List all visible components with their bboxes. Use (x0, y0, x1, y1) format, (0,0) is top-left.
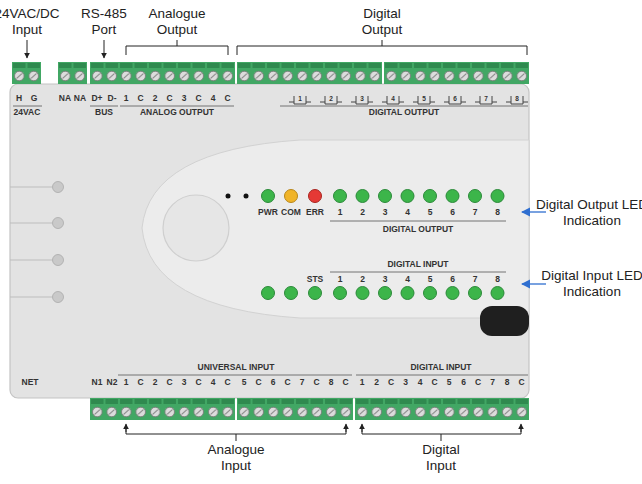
relay-number: 6 (453, 95, 457, 102)
led-label: 2 (360, 275, 365, 285)
relay-number: 4 (391, 95, 395, 102)
section-label: BUS (95, 108, 113, 118)
terminal-label: 7 (300, 378, 305, 388)
callout-label: Digital Output (351, 6, 413, 37)
terminal-label: 3 (182, 94, 187, 104)
section-label: ANALOG OUTPUT (140, 108, 214, 118)
led-label: 1 (338, 275, 343, 285)
terminal-label: C (166, 94, 172, 104)
section-label: DIGITAL OUTPUT (369, 108, 440, 118)
led-label: STS (307, 275, 324, 285)
terminal-label: C (431, 378, 437, 388)
terminal-label: D- (108, 94, 117, 104)
terminal-label: 3 (403, 378, 408, 388)
terminal-label: C (137, 378, 143, 388)
led-label: PWR (258, 208, 278, 218)
terminal-label: C (475, 378, 481, 388)
terminal-label: D+ (91, 94, 102, 104)
led-label: 7 (473, 275, 478, 285)
terminal-label: N2 (107, 378, 118, 388)
terminal-label: NA (74, 94, 86, 104)
callout-label: 24VAC/DC Input (0, 6, 62, 37)
led-label: 7 (473, 208, 478, 218)
terminal-label: NA (59, 94, 71, 104)
terminal-label: 5 (242, 378, 247, 388)
terminal-label: C (284, 378, 290, 388)
terminal-label: C (224, 94, 230, 104)
terminal-label: 7 (490, 378, 495, 388)
terminal-label: C (195, 94, 201, 104)
terminal-label: 3 (182, 378, 187, 388)
terminal-label: 5 (447, 378, 452, 388)
terminal-label: C (224, 378, 230, 388)
callout-label: Analogue Input (200, 442, 272, 473)
section-label: DIGITAL INPUT (410, 363, 471, 373)
terminal-label: C (313, 378, 319, 388)
terminal-label: 1 (124, 378, 129, 388)
led-label: ERR (306, 208, 324, 218)
led-label: 8 (495, 275, 500, 285)
led-label: 2 (360, 208, 365, 218)
led-label: 8 (495, 208, 500, 218)
terminal-label: 4 (418, 378, 423, 388)
section-label: 24VAC (14, 108, 41, 118)
led-label: 4 (405, 275, 410, 285)
terminal-label: 4 (211, 94, 216, 104)
terminal-label: NET (22, 378, 39, 388)
terminal-label: 8 (329, 378, 334, 388)
callout-label: Analogue Output (141, 6, 213, 37)
terminal-label: C (166, 378, 172, 388)
terminal-label: G (31, 94, 38, 104)
led-label: 1 (338, 208, 343, 218)
terminal-label: H (16, 94, 22, 104)
relay-number: 5 (422, 95, 426, 102)
terminal-label: 8 (505, 378, 510, 388)
led-label: 3 (383, 208, 388, 218)
terminal-label: C (342, 378, 348, 388)
terminal-label: C (518, 378, 524, 388)
terminal-label: 1 (360, 378, 365, 388)
callout-label: Digital Output LED Indication (536, 197, 642, 228)
terminal-label: 2 (374, 378, 379, 388)
section-label: UNIVERSAL INPUT (198, 363, 275, 373)
terminal-label: 6 (461, 378, 466, 388)
terminal-label: C (388, 378, 394, 388)
section-label: DIGITAL INPUT (387, 260, 448, 270)
terminal-label: 2 (153, 94, 158, 104)
terminal-label: 6 (271, 378, 276, 388)
relay-number: 1 (298, 95, 302, 102)
relay-number: 2 (329, 95, 333, 102)
relay-number: 8 (515, 95, 519, 102)
callout-label: Digital Input (410, 442, 472, 473)
relay-number: 3 (360, 95, 364, 102)
callout-label: Digital Input LED Indication (536, 268, 642, 299)
terminal-label: C (137, 94, 143, 104)
led-label: COM (281, 208, 301, 218)
relay-number: 7 (484, 95, 488, 102)
led-label: 4 (405, 208, 410, 218)
terminal-label: C (195, 378, 201, 388)
led-label: 5 (428, 208, 433, 218)
terminal-label: 4 (211, 378, 216, 388)
callout-label: RS-485 Port (78, 6, 130, 37)
led-label: 6 (450, 208, 455, 218)
terminal-label: 1 (124, 94, 129, 104)
terminal-label: C (255, 378, 261, 388)
section-label: DIGITAL OUTPUT (383, 225, 454, 235)
led-label: 3 (383, 275, 388, 285)
led-label: 5 (428, 275, 433, 285)
terminal-label: N1 (92, 378, 103, 388)
terminal-label: 2 (153, 378, 158, 388)
led-label: 6 (450, 275, 455, 285)
